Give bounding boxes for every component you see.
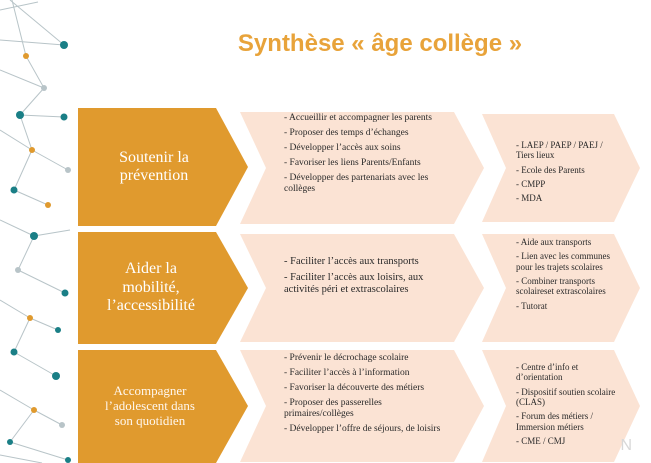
category-pentagon: Accompagner l’adolescent dans son quotid… — [78, 350, 248, 463]
action-item: - Développer l’accès aux soins — [284, 142, 401, 153]
action-item: - Prévenir le décrochage scolaire — [284, 353, 409, 363]
actions-chevron: - Faciliter l’accès aux transports - Fac… — [240, 234, 484, 342]
chevron-shape — [240, 112, 484, 224]
resource-item: - Centre d’info et d’orientation — [516, 362, 579, 383]
chevron-shape — [240, 350, 484, 462]
resource-item: - MDA — [516, 193, 543, 204]
resource-item: - LAEP / PAEP / PAEJ / Tiers lieux — [516, 140, 603, 161]
resources-list: - Aide aux transports - Lien avec les co… — [516, 237, 616, 315]
resource-item: - Dispositif soutien scolaire (CLAS) — [516, 386, 616, 408]
resource-item: - Lien avec les communes pour les trajet… — [516, 251, 610, 272]
row-daily-support: Accompagner l’adolescent dans son quotid… — [0, 350, 651, 463]
resource-item: - Tutorat — [516, 300, 548, 311]
actions-list: - Faciliter l’accès aux transports - Fac… — [284, 256, 434, 300]
resource-item: - Aide aux transports — [516, 237, 592, 247]
resource-item: - CME / CMJ — [516, 436, 566, 447]
category-pentagon: Aider la mobilité, l’accessibilité — [78, 232, 248, 344]
network-decoration — [0, 0, 71, 463]
actions-list: - Accueillir et accompagner les parents … — [284, 113, 434, 199]
page-title: Synthèse « âge collège » — [237, 30, 523, 57]
category-label: Soutenir la prévention — [119, 148, 189, 184]
resource-item: - Combiner transports scolaireset extras… — [516, 276, 606, 297]
category-label: Aider la mobilité, l’accessibilité — [107, 260, 195, 315]
chevron-shape — [482, 114, 640, 222]
chevron-shape — [482, 350, 640, 462]
pentagon-shape — [78, 232, 248, 344]
row-mobility: Aider la mobilité, l’accessibilité - Fac… — [0, 232, 651, 344]
action-item: - Faciliter l’accès à l’information — [284, 367, 410, 378]
resources-chevron: - Centre d’info et d’orientation - Dispo… — [482, 350, 640, 462]
resources-chevron: - LAEP / PAEP / PAEJ / Tiers lieux - Eco… — [482, 114, 640, 222]
category-pentagon: Soutenir la prévention — [78, 108, 248, 226]
action-item: - Développer des partenariats avec les c… — [284, 172, 429, 194]
watermark: N — [620, 437, 633, 454]
action-item: - Développer l’offre de séjours, de lois… — [284, 423, 441, 434]
actions-chevron: - Prévenir le décrochage scolaire - Faci… — [240, 350, 484, 462]
action-item: - Faciliter l’accès aux loisirs, aux act… — [284, 272, 424, 296]
category-label: Accompagner l’adolescent dans son quotid… — [105, 383, 195, 428]
action-item: - Faciliter l’accès aux transports — [284, 256, 419, 267]
action-item: - Proposer des passerelles primaires/col… — [284, 397, 382, 419]
chevron-shape — [482, 234, 640, 342]
actions-list: - Prévenir le décrochage scolaire - Faci… — [284, 353, 444, 439]
action-item: - Favoriser les liens Parents/Enfants — [284, 157, 421, 168]
resource-item: - CMPP — [516, 179, 546, 190]
resources-list: - LAEP / PAEP / PAEJ / Tiers lieux - Eco… — [516, 140, 616, 208]
action-item: - Accueillir et accompagner les parents — [284, 113, 432, 123]
pentagon-shape — [78, 108, 248, 226]
chevron-shape — [240, 234, 484, 342]
resource-item: - Forum des métiers / Immersion métiers — [516, 411, 593, 432]
action-item: - Favoriser la découverte des métiers — [284, 382, 425, 393]
action-item: - Proposer des temps d’échanges — [284, 127, 409, 138]
pentagon-shape — [78, 350, 248, 463]
resource-item: - Ecole des Parents — [516, 164, 585, 175]
row-prevention: Soutenir la prévention - Accueillir et a… — [0, 108, 651, 226]
resources-list: - Centre d’info et d’orientation - Dispo… — [516, 362, 620, 450]
actions-chevron: - Accueillir et accompagner les parents … — [240, 112, 484, 224]
resources-chevron: - Aide aux transports - Lien avec les co… — [482, 234, 640, 342]
